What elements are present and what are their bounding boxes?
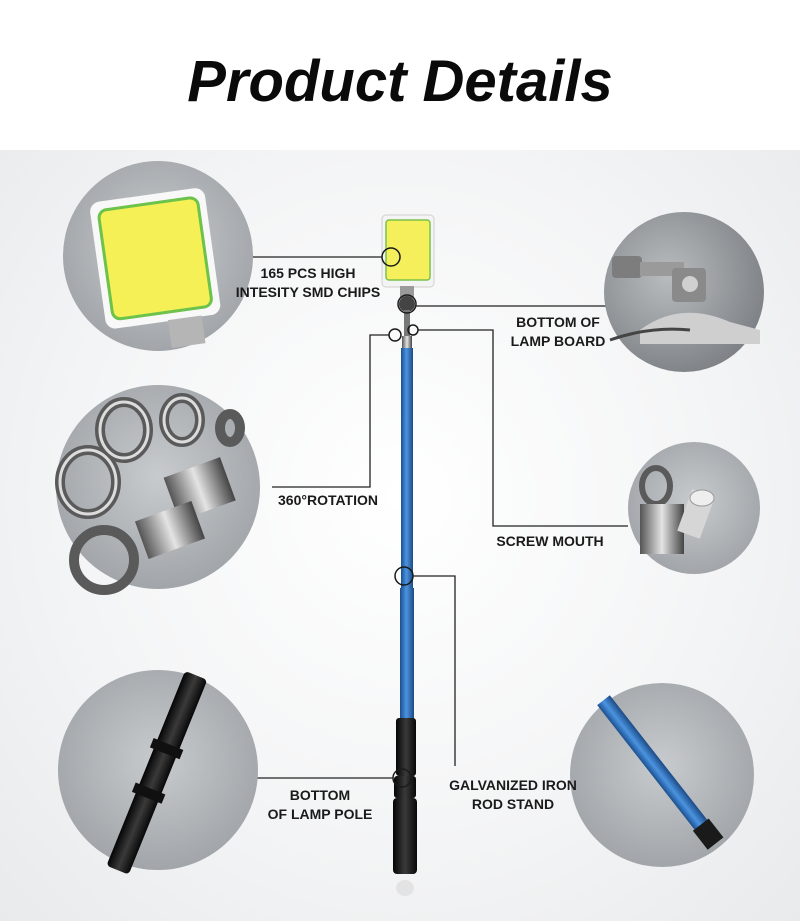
label-rod-stand: GALVANIZED IRON ROD STAND	[449, 777, 577, 812]
detail-lamp-board-circle	[604, 212, 764, 372]
detail-rod-stand-circle	[570, 683, 754, 867]
label-lamp-pole: BOTTOM OF LAMP POLE	[267, 787, 373, 822]
label-smd-chips: 165 PCS HIGH INTESITY SMD CHIPS	[235, 265, 381, 300]
detail-chips-circle	[63, 161, 253, 351]
page-title: Product Details	[187, 49, 613, 114]
label-lamp-board: BOTTOM OF LAMP BOARD	[510, 314, 606, 349]
lamp-head	[381, 214, 435, 298]
label-screw-mouth: SCREW MOUTH	[496, 533, 604, 549]
detail-rotation-circle	[55, 385, 260, 595]
pole-joint	[399, 296, 415, 350]
leader-lines	[248, 256, 628, 779]
blue-pole	[400, 348, 414, 728]
detail-pole-bottom-circle	[58, 670, 258, 874]
black-grip	[393, 718, 417, 896]
label-rotation: 360°ROTATION	[278, 492, 378, 508]
detail-screw-circle	[628, 442, 760, 574]
